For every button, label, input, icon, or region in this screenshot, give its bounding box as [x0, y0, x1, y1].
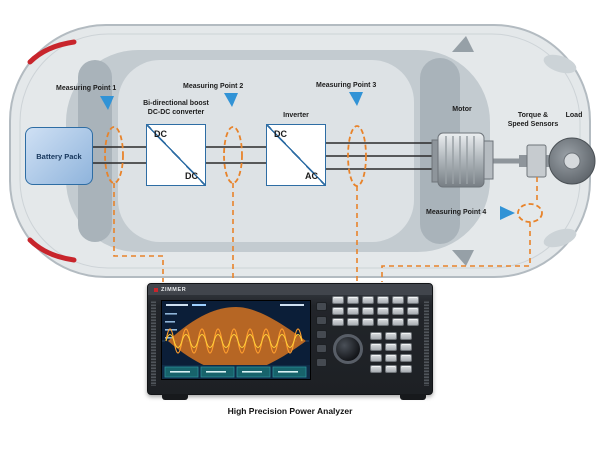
analyzer-key	[385, 354, 397, 362]
analyzer-key	[377, 296, 389, 304]
tail-light-top-icon	[27, 39, 77, 65]
analyzer-key	[362, 296, 374, 304]
power-analyzer: ZIMMER	[147, 283, 433, 395]
analyzer-key	[370, 354, 382, 362]
softkey	[316, 330, 327, 339]
waveform-yellow-trace	[165, 334, 303, 348]
analyzer-key	[377, 318, 389, 326]
analyzer-key	[407, 318, 419, 326]
analyzer-key	[392, 318, 404, 326]
side-mirror-top-icon	[452, 36, 474, 52]
analyzer-key	[400, 365, 412, 373]
motor-label: Motor	[452, 106, 472, 113]
measuring-point-4-pointer-icon	[500, 206, 515, 220]
analyzer-brand: ZIMMER	[161, 286, 187, 293]
dcdc-converter-title: Bi-directional boost DC-DC converter	[143, 100, 209, 116]
motor-graphic	[431, 132, 494, 188]
measuring-point-2-label: Measuring Point 2	[183, 83, 244, 90]
analyzer-top-bezel: ZIMMER	[148, 284, 432, 295]
battery-pack-label: Battery Pack	[36, 151, 82, 161]
measuring-point-1-pointer-icon	[100, 96, 114, 110]
rear-window	[78, 60, 112, 242]
load-graphic	[548, 137, 596, 185]
measuring-point-3-label: Measuring Point 3	[316, 82, 377, 89]
probe-ellipse-2	[223, 126, 243, 184]
waveform-display	[162, 301, 310, 379]
analyzer-key	[332, 307, 344, 315]
battery-pack-box: Battery Pack	[25, 127, 93, 185]
waveform-envelope	[168, 307, 306, 373]
analyzer-key	[332, 296, 344, 304]
analyzer-key	[377, 307, 389, 315]
analyzer-key	[407, 307, 419, 315]
probe-ellipse-1	[104, 126, 124, 184]
measuring-point-2-pointer-icon	[224, 93, 238, 107]
analyzer-key	[400, 343, 412, 351]
analyzer-key	[385, 365, 397, 373]
inverter-box: DC AC	[266, 124, 326, 186]
inverter-output-label: AC	[305, 171, 318, 181]
analyzer-key	[407, 296, 419, 304]
analyzer-key	[347, 296, 359, 304]
analyzer-key	[347, 307, 359, 315]
keypad-top	[332, 296, 422, 326]
converter-input-label: DC	[154, 129, 167, 139]
softkey	[316, 344, 327, 353]
softkey	[316, 316, 327, 325]
rotary-knob-icon	[333, 334, 363, 364]
measuring-point-1-label: Measuring Point 1	[56, 85, 117, 92]
measuring-point-3-pointer-icon	[349, 92, 363, 106]
keypad-numeric	[370, 332, 424, 373]
side-mirror-bottom-icon	[452, 250, 474, 266]
analyzer-key	[362, 318, 374, 326]
headlight-bottom-icon	[543, 228, 577, 248]
analyzer-foot-right	[400, 394, 426, 400]
probe-cable-4b	[381, 222, 531, 282]
converter-output-label: DC	[185, 171, 198, 181]
tail-light-bottom-icon	[27, 237, 77, 263]
analyzer-key	[400, 354, 412, 362]
headlight-top-icon	[543, 54, 577, 74]
analyzer-key	[370, 343, 382, 351]
inverter-title: Inverter	[283, 112, 309, 119]
analyzer-key	[392, 307, 404, 315]
analyzer-key	[332, 318, 344, 326]
analyzer-key	[347, 318, 359, 326]
analyzer-key	[385, 343, 397, 351]
analyzer-foot-left	[162, 394, 188, 400]
analyzer-key	[400, 332, 412, 340]
probe-cable-1	[113, 183, 164, 282]
waveform-orange-trace	[165, 328, 303, 354]
brand-logo-icon	[154, 287, 158, 292]
analyzer-key	[362, 307, 374, 315]
dcdc-converter-box: DC DC	[146, 124, 206, 186]
load-label: Load	[565, 112, 583, 119]
vent-right	[424, 300, 429, 386]
measuring-point-4-label: Measuring Point 4	[426, 209, 487, 216]
softkey-column	[316, 302, 327, 367]
analyzer-key	[370, 332, 382, 340]
analyzer-key	[392, 296, 404, 304]
vent-left	[151, 300, 156, 386]
sensors-label: Torque & Speed Sensors	[507, 112, 559, 128]
analyzer-key	[385, 332, 397, 340]
analyzer-key	[370, 365, 382, 373]
inverter-input-label: DC	[274, 129, 287, 139]
softkey	[316, 358, 327, 367]
analyzer-screen	[161, 300, 311, 380]
power-wires	[93, 142, 440, 170]
analyzer-caption: High Precision Power Analyzer	[227, 406, 353, 416]
softkey	[316, 302, 327, 311]
